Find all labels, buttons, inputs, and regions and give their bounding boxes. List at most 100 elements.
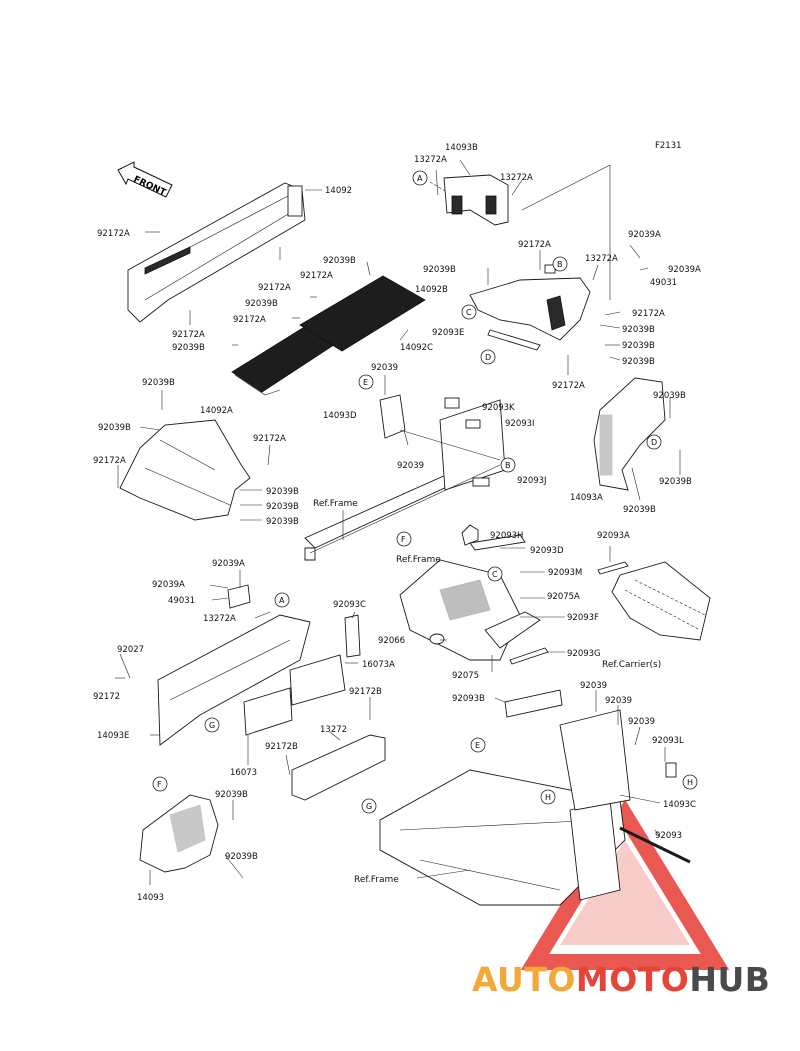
label-92172B: 92172B (265, 742, 298, 752)
svg-text:G: G (209, 721, 215, 730)
label-14092: 14092 (325, 186, 352, 196)
label-92075A: 92075A (547, 592, 580, 602)
label-92172A: 92172A (552, 381, 585, 391)
label-92093E: 92093E (432, 328, 464, 338)
label-14093A: 14093A (570, 493, 603, 503)
label-92039: 92039 (580, 681, 607, 691)
label-92093I: 92093I (505, 419, 535, 429)
svg-text:C: C (466, 308, 472, 317)
svg-text:D: D (651, 438, 657, 447)
label-14092A: 14092A (200, 406, 233, 416)
label-92093B: 92093B (452, 694, 485, 704)
label-92039A: 92039A (668, 265, 701, 275)
callout-E: E (358, 374, 374, 390)
label-14093E: 14093E (97, 731, 129, 741)
callout-C: C (487, 566, 503, 582)
label-14093C: 14093C (663, 800, 696, 810)
part-92093L (665, 762, 677, 778)
callout-G: G (204, 717, 220, 733)
part-number-labels: 14092 92172A 92172A 92172A 92039B 92039B… (93, 143, 701, 903)
part-14092B (469, 264, 591, 341)
label-13272: 13272 (320, 725, 347, 735)
label-92093: 92093 (655, 831, 682, 841)
ref-frame-label: Ref.Frame (313, 499, 358, 509)
part-lower-frame (379, 689, 631, 906)
label-16073: 16073 (230, 768, 257, 778)
part-92093G (509, 647, 549, 665)
label-92039: 92039 (397, 461, 424, 471)
svg-text:F: F (401, 535, 406, 544)
part-92093K (444, 397, 460, 409)
callout-B: B (500, 457, 516, 473)
label-92039A: 92039A (212, 559, 245, 569)
ref-frame-label: Ref.Frame (354, 875, 399, 885)
label-16073A: 16073A (362, 660, 395, 670)
label-92172: 92172 (93, 692, 120, 702)
svg-text:H: H (545, 793, 551, 802)
label-49031: 49031 (650, 278, 677, 288)
label-14093B: 14093B (445, 143, 478, 153)
part-92093C (344, 614, 361, 658)
callout-A: A (274, 592, 290, 608)
label-92039B: 92039B (225, 852, 258, 862)
label-92039B: 92039B (653, 391, 686, 401)
label-92039B: 92039B (622, 325, 655, 335)
label-92039A: 92039A (628, 230, 661, 240)
callout-B: B (552, 256, 568, 272)
label-92093K: 92093K (482, 403, 515, 413)
label-92039: 92039 (371, 363, 398, 373)
part-carrier (611, 561, 711, 641)
part-49031-top (227, 584, 251, 609)
label-92039B: 92039B (622, 341, 655, 351)
callout-H: H (682, 774, 698, 790)
label-92039B: 92039B (172, 343, 205, 353)
svg-text:H: H (687, 778, 693, 787)
label-92039: 92039 (628, 717, 655, 727)
part-14093 (139, 794, 219, 873)
ref-carrier-label: Ref.Carrier(s) (602, 660, 661, 670)
callout-H: H (540, 789, 556, 805)
label-92039B: 92039B (142, 378, 175, 388)
label-92172A: 92172A (93, 456, 126, 466)
callout-D: D (480, 349, 496, 365)
callout-A: A (412, 170, 428, 186)
svg-text:B: B (557, 260, 563, 269)
part-floor-panels (231, 275, 426, 396)
part-14092A (119, 419, 251, 521)
label-92039B: 92039B (622, 357, 655, 367)
part-center-subframe (399, 559, 541, 661)
label-92093H: 92093H (490, 531, 523, 541)
label-92093M: 92093M (548, 568, 582, 578)
label-92093C: 92093C (333, 600, 366, 610)
figure-code: F2131 (655, 141, 682, 151)
label-14093D: 14093D (323, 411, 357, 421)
part-main-frame-member (304, 399, 506, 561)
label-92039B: 92039B (266, 517, 299, 527)
callout-G: G (361, 798, 377, 814)
part-14093B (443, 174, 509, 226)
part-92066 (429, 633, 445, 645)
callout-markers: A B C D E F D B F C A G E G H H (152, 170, 698, 814)
svg-text:A: A (279, 596, 285, 605)
part-16073A-pad (289, 654, 346, 706)
label-92093D: 92093D (530, 546, 564, 556)
label-49031: 49031 (168, 596, 195, 606)
watermark-brand: AUTOMOTOHUB (472, 960, 800, 1010)
svg-text:D: D (485, 353, 491, 362)
callout-F: F (152, 776, 168, 792)
label-92172A: 92172A (518, 240, 551, 250)
label-92172A: 92172A (172, 330, 205, 340)
label-92039B: 92039B (245, 299, 278, 309)
label-92093L: 92093L (652, 736, 684, 746)
leader-lines (115, 159, 681, 885)
part-14093E (157, 614, 311, 746)
label-92093F: 92093F (567, 613, 599, 623)
callout-F: F (396, 531, 412, 547)
svg-text:G: G (366, 802, 372, 811)
part-14092-cover (127, 182, 306, 323)
part-16073-pad (243, 687, 293, 736)
label-92172A: 92172A (97, 229, 130, 239)
label-92093A: 92093A (597, 531, 630, 541)
